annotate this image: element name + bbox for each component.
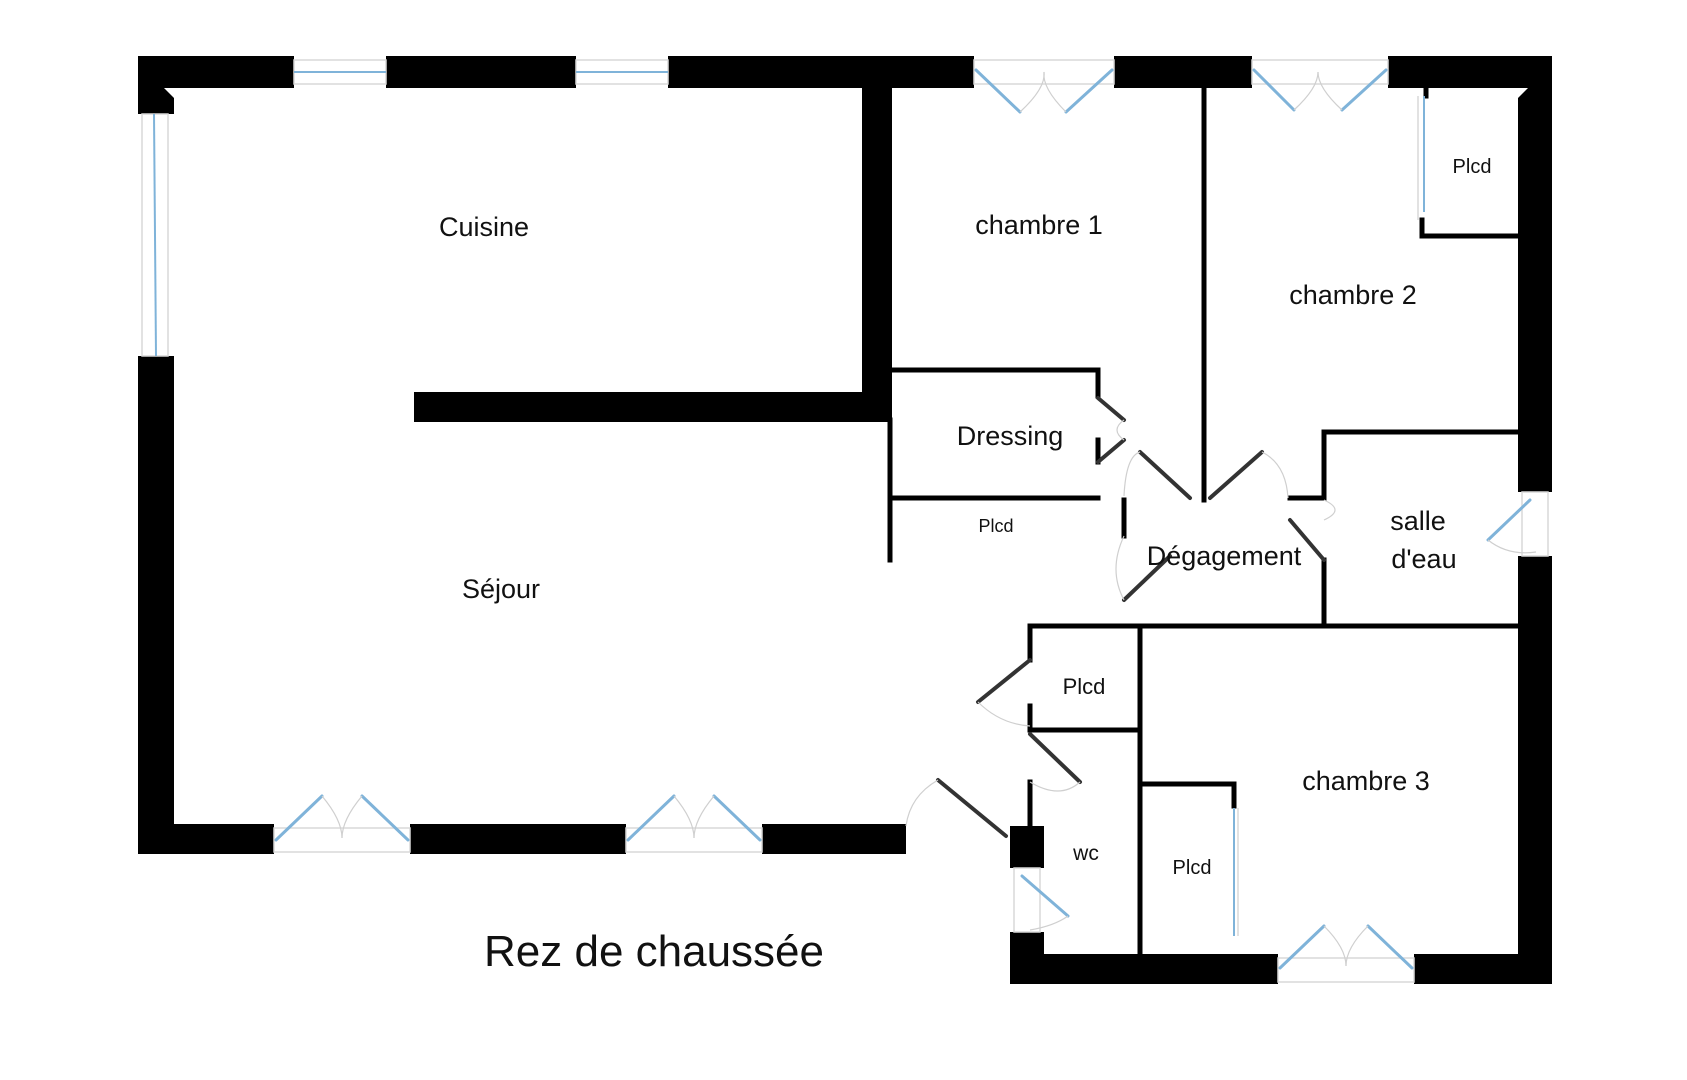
room-label-placard-wc: Plcd <box>1063 674 1106 699</box>
room-label-salle-eau-line1: salle <box>1390 506 1446 536</box>
room-label-salle-eau-line2: d'eau <box>1391 544 1456 574</box>
room-label-placard-chambre-3: Plcd <box>1173 857 1212 879</box>
room-label-sejour: Séjour <box>462 574 540 604</box>
french-doors <box>273 59 1549 983</box>
room-label-degagement: Dégagement <box>1147 541 1302 571</box>
room-label-dressing: Dressing <box>957 421 1064 451</box>
plan-title: Rez de chaussée <box>484 927 824 976</box>
room-label-chambre-2: chambre 2 <box>1289 280 1417 310</box>
room-label-chambre-3: chambre 3 <box>1302 766 1430 796</box>
room-label-placard-chambre-2: Plcd <box>1453 156 1492 178</box>
room-labels: Cuisine Séjour chambre 1 chambre 2 chamb… <box>439 156 1491 879</box>
room-label-chambre-1: chambre 1 <box>975 210 1103 240</box>
interior-walls <box>414 85 1521 957</box>
interior-doors <box>905 396 1336 838</box>
room-label-placard-dressing: Plcd <box>978 516 1013 536</box>
windows <box>141 59 1425 936</box>
exterior-walls <box>138 56 1552 984</box>
room-label-wc: wc <box>1072 842 1099 865</box>
room-label-cuisine: Cuisine <box>439 212 529 242</box>
